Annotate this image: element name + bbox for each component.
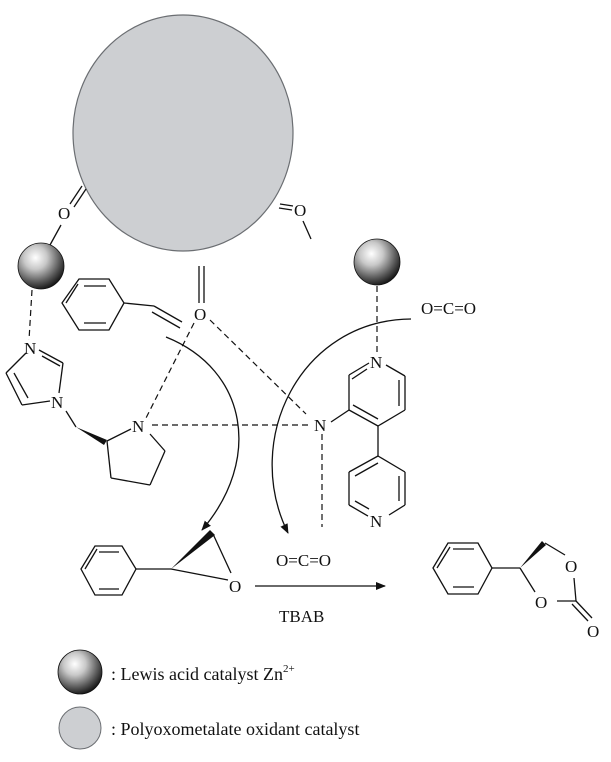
legend-label-zinc-text: : Lewis acid catalyst Zn (111, 664, 283, 684)
epoxide-molecule: O (80, 530, 241, 596)
carbonate-ring-o1: O (565, 557, 577, 576)
legend-label-zinc: : Lewis acid catalyst Zn2+ (111, 663, 295, 684)
reagent-label: TBAB (279, 607, 324, 626)
imidazole-n3: N (24, 339, 36, 358)
pyridine-n-lower: N (370, 512, 382, 531)
legend: : Lewis acid catalyst Zn2+ : Polyoxometa… (57, 649, 359, 750)
co2-top: O=C=O (421, 299, 476, 318)
right-oxo-link: O (278, 201, 312, 240)
interaction-dashes (145, 286, 378, 527)
right-oxo-oxygen: O (294, 201, 306, 220)
zinc-sphere-right (353, 238, 401, 286)
epoxide-oxygen: O (229, 577, 241, 596)
imidazole-ring: N N (5, 289, 77, 428)
imidazole-n1: N (51, 393, 63, 412)
legend-label-polyoxometalate: : Polyoxometalate oxidant catalyst (111, 719, 359, 739)
bottom-oxo-oxygen: O (194, 305, 206, 324)
legend-label-zinc-superscript: 2+ (283, 663, 295, 675)
co2-bottom: O=C=O (276, 551, 331, 570)
curved-arrow-right (271, 318, 412, 534)
bottom-oxo-link: O (194, 266, 206, 324)
pyridine-n-upper: N (370, 353, 382, 372)
polyoxometalate-circle-icon (58, 706, 102, 750)
bipyridine-molecule: N N N (314, 353, 406, 531)
carbonate-molecule: O O O (432, 541, 599, 641)
amine-n: N (314, 416, 326, 435)
left-oxo-link: O (49, 185, 87, 246)
left-oxo-oxygen: O (58, 204, 70, 223)
pyrrolidine-n: N (132, 417, 144, 436)
curved-arrow-left (165, 336, 240, 531)
styrene-molecule (61, 278, 183, 331)
zinc-sphere-left (17, 242, 65, 290)
polyoxometalate-sphere (72, 14, 294, 252)
carbonate-carbonyl-o: O (587, 622, 599, 641)
zinc-sphere-icon (57, 649, 103, 695)
pyrrolidine-ring: N (76, 417, 166, 486)
carbonate-ring-o2: O (535, 593, 547, 612)
